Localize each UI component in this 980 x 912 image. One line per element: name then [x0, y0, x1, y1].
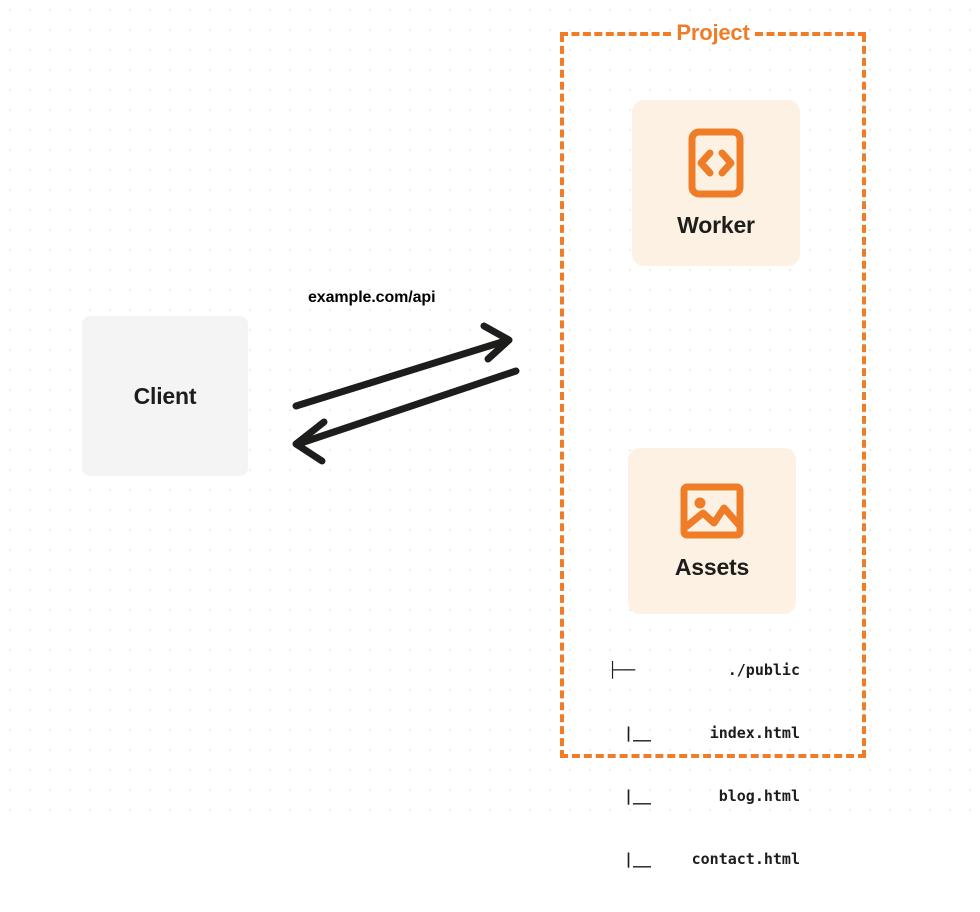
- image-icon: [680, 483, 744, 538]
- request-arrow-icon: [292, 322, 513, 410]
- project-group: Project Worker Assets ├── ./: [560, 22, 866, 868]
- project-dashed-border: [560, 34, 866, 758]
- client-node: Client: [82, 316, 248, 476]
- project-title: Project: [676, 20, 750, 45]
- dashed-segment-right: [754, 32, 866, 36]
- tree-item-name: blog.html: [718, 787, 800, 805]
- tree-branch-glyph: |__: [624, 787, 652, 805]
- code-brackets-icon: [688, 128, 744, 197]
- connection-label: example.com/api: [308, 289, 436, 306]
- file-tree-row: ├── ./public: [608, 660, 800, 681]
- tree-branch-glyph: |__: [624, 724, 652, 742]
- diagram-canvas: Client example.com/api Project: [0, 0, 980, 868]
- worker-card: Worker: [632, 100, 800, 266]
- file-tree-row: |__ contact.html: [608, 849, 800, 870]
- assets-file-tree: ├── ./public |__ index.html |__ blog.htm…: [608, 618, 800, 912]
- tree-item-name: contact.html: [691, 850, 800, 868]
- bidirectional-arrows: [292, 322, 520, 465]
- response-arrow-icon: [292, 367, 520, 465]
- file-tree-row: |__ blog.html: [608, 786, 800, 807]
- assets-card-label: Assets: [674, 553, 750, 580]
- tree-branch-glyph: ├──: [608, 661, 636, 679]
- tree-item-name: ./public: [727, 661, 800, 679]
- tree-item-name: index.html: [709, 724, 800, 742]
- dashed-segment-left: [560, 32, 672, 36]
- tree-branch-glyph: |__: [624, 850, 652, 868]
- client-label: Client: [133, 382, 197, 409]
- assets-card: Assets: [628, 448, 796, 614]
- file-tree-row: |__ index.html: [608, 723, 800, 744]
- worker-card-label: Worker: [677, 211, 755, 238]
